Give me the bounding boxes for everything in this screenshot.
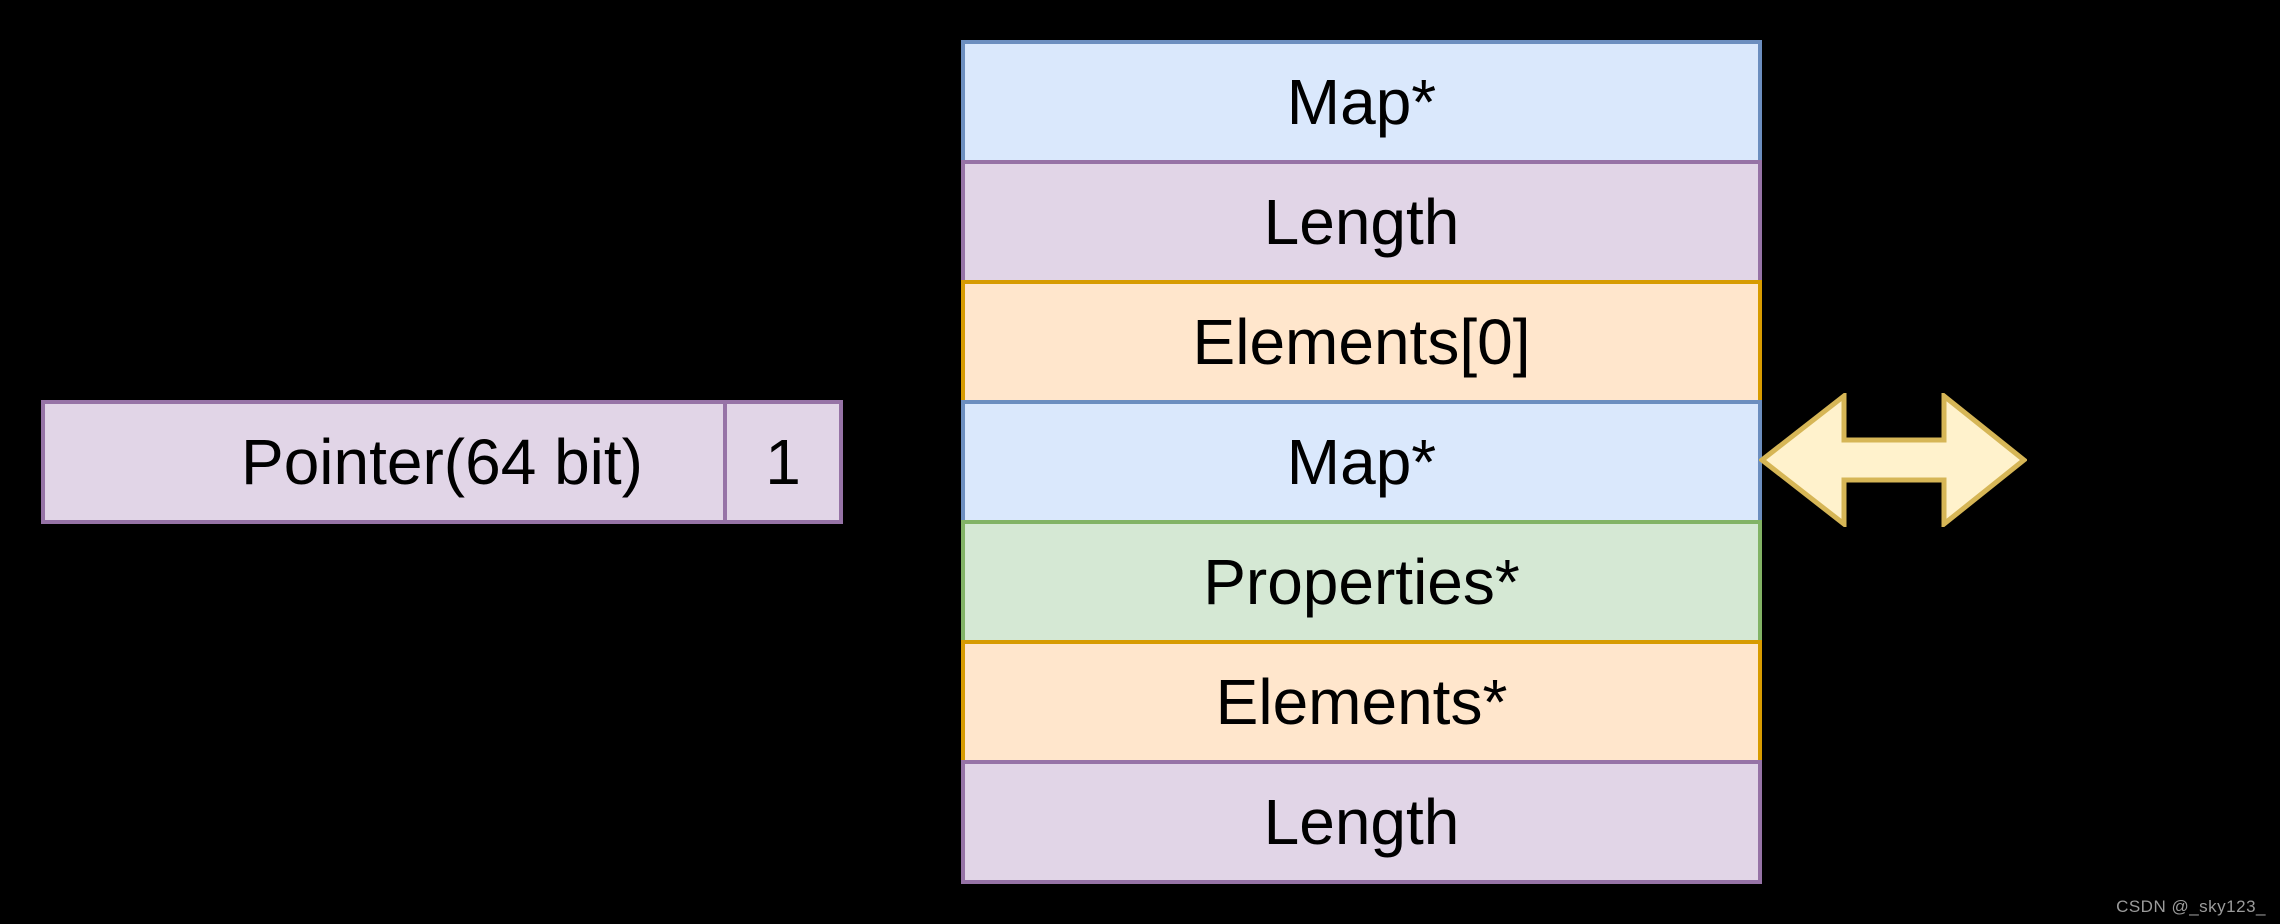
stack-row-label: Map* [1286, 66, 1437, 138]
stack-row-label: Properties* [1203, 546, 1520, 618]
pointer-box-value: 1 [765, 426, 801, 498]
stack-row-elements: Elements* [961, 640, 1762, 764]
memory-stack: Map* Length Elements[0] Map* Properties*… [961, 40, 1762, 884]
pointer-box-divider [723, 404, 727, 520]
stack-row-label: Elements[0] [1192, 306, 1531, 378]
watermark: CSDN @_sky123_ [2116, 897, 2266, 916]
stack-row-map-2: Map* [961, 400, 1762, 524]
stack-row-length-1: Length [961, 160, 1762, 284]
pointer-box-label: Pointer(64 bit) [241, 426, 643, 498]
pointer-box: Pointer(64 bit) 1 [41, 400, 843, 524]
double-arrow-icon [1759, 393, 2027, 527]
stack-row-elements0: Elements[0] [961, 280, 1762, 404]
stack-row-length-2: Length [961, 760, 1762, 884]
stack-row-label: Length [1263, 786, 1460, 858]
stack-row-label: Length [1263, 186, 1460, 258]
stack-row-label: Elements* [1215, 666, 1508, 738]
stack-row-label: Map* [1286, 426, 1437, 498]
stack-row-map-1: Map* [961, 40, 1762, 164]
stack-row-properties: Properties* [961, 520, 1762, 644]
